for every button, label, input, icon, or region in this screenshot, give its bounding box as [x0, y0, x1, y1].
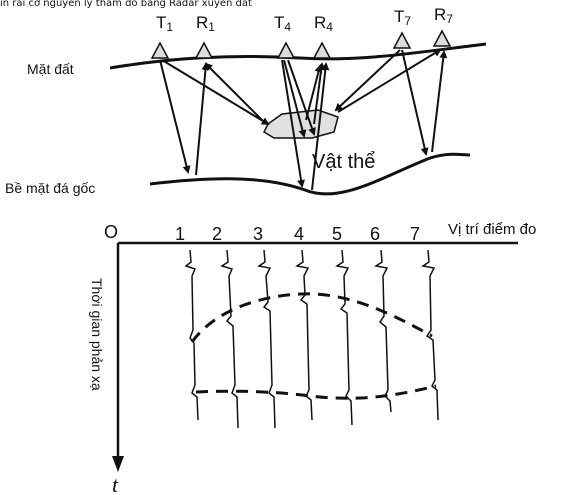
header-caption: in rải cơ nguyên lý thăm dò bằng Radar x…: [0, 0, 252, 9]
trace-1: [184, 249, 199, 421]
ray-t1-to-object: [161, 59, 270, 126]
ground-surface-line: [109, 42, 487, 70]
receiver-marker-1: [194, 41, 214, 59]
trace-7: [421, 249, 439, 421]
trace-3: [257, 249, 276, 429]
transmitter-marker-7: [392, 31, 412, 49]
ray-object-to-r4-b: [305, 64, 323, 121]
radar-traces: [184, 249, 439, 429]
bedrock-surface-line: [149, 152, 471, 196]
tx-label-4: T4: [274, 13, 291, 34]
ray-t1-to-bedrock: [159, 59, 191, 174]
tx-label-7: T7: [394, 7, 411, 28]
ray-paths: [159, 48, 448, 191]
receiver-marker-7: [432, 29, 452, 47]
ray-t7-to-bedrock: [401, 49, 429, 156]
x-axis-label: Vị trí điểm đo: [448, 221, 536, 238]
origin-label: O: [104, 222, 118, 242]
position-label-4: 4: [294, 224, 304, 244]
y-axis-arrowhead: [112, 456, 124, 472]
ray-object-to-r1: [204, 62, 265, 123]
position-label-2: 2: [212, 224, 222, 244]
bedrock-reflection-curve: [195, 384, 437, 400]
position-label-7: 7: [410, 224, 420, 244]
ray-object-to-r4-a: [313, 62, 326, 125]
rx-label-1: R1: [196, 13, 215, 34]
transmitter-marker-4: [276, 41, 296, 59]
position-label-3: 3: [253, 224, 263, 244]
ray-t4-to-object-b: [287, 59, 316, 136]
position-label-6: 6: [370, 224, 380, 244]
position-label-5: 5: [332, 224, 342, 244]
ground-surface-label: Mặt đất: [27, 61, 74, 77]
ray-t4-to-object-a: [283, 59, 307, 138]
y-axis-label: Thời gian phản xạ: [89, 278, 105, 391]
ray-t4-to-bedrock: [281, 59, 306, 188]
ray-t7-to-object: [334, 49, 401, 112]
transmitter-marker-1: [150, 41, 170, 59]
tx-label-1: T1: [156, 13, 173, 34]
bedrock-surface-label: Bề mặt đá gốc: [5, 180, 95, 196]
object-label: Vật thể: [312, 151, 375, 173]
position-label-1: 1: [175, 224, 185, 244]
trace-2: [220, 249, 239, 429]
object-reflection-curve: [190, 292, 433, 343]
rx-label-4: R4: [314, 13, 333, 34]
ray-bedrock-to-r7: [431, 50, 448, 153]
rx-label-7: R7: [434, 5, 453, 26]
ray-bedrock-to-r1: [195, 62, 210, 176]
receiver-marker-4: [312, 41, 332, 59]
antenna-markers: [150, 29, 452, 59]
time-axis-symbol: t: [112, 472, 119, 495]
ray-bedrock-to-r4: [311, 62, 330, 191]
trace-6: [374, 249, 392, 413]
ray-object-to-r7: [337, 48, 442, 113]
